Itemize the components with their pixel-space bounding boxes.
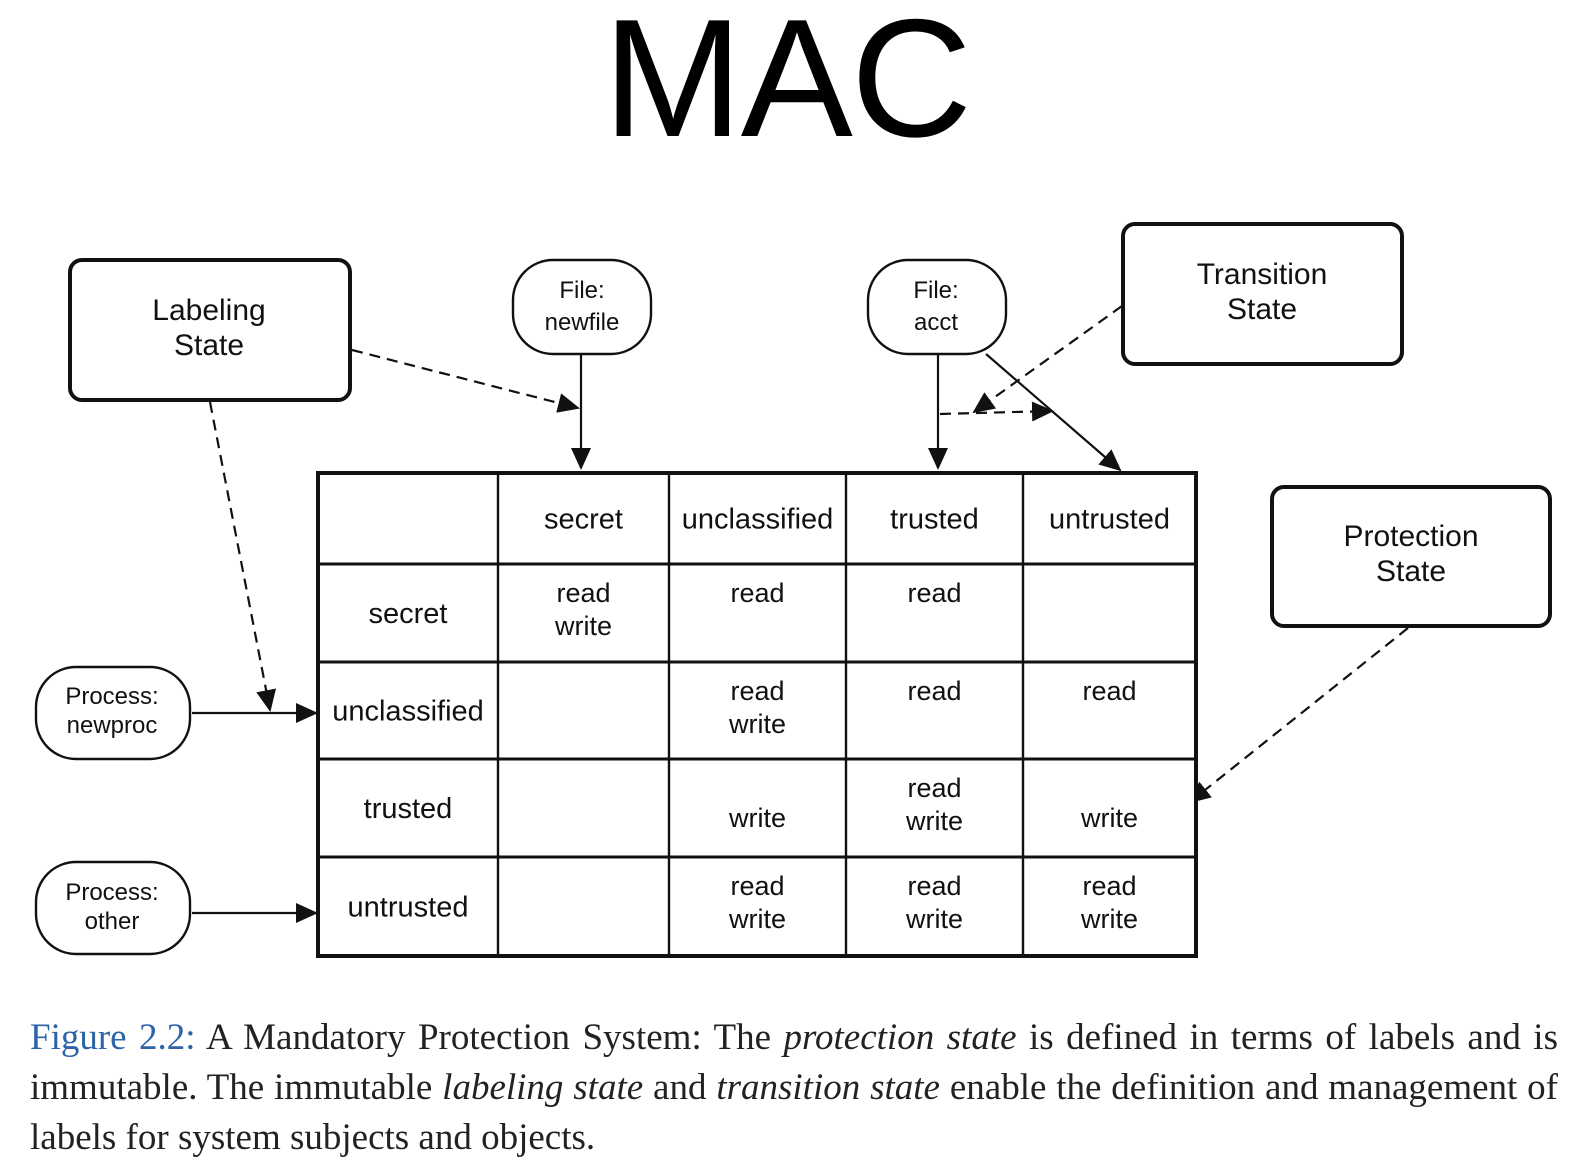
transition-to-acct-arrow [972, 305, 1123, 414]
matrix-cell-permission: write [554, 611, 612, 641]
caption-text-2: is defined in terms of labels and is imm… [30, 1017, 1558, 1108]
matrix-cell-permission: read [730, 676, 784, 706]
protection-to-matrix-arrow [1188, 627, 1409, 804]
figure-label: Figure 2.2: [30, 1017, 196, 1058]
matrix-cell-permission: read [907, 773, 961, 803]
labeling-to-newfile-arrow [351, 348, 580, 413]
process-newproc-line1: Process: [65, 683, 158, 710]
labeling-to-newproc-arrow [208, 401, 276, 712]
caption-emphasis-2: labeling state [442, 1067, 644, 1108]
file-acct-node: File: acct [866, 258, 1008, 356]
matrix-cell-permission: write [905, 904, 963, 934]
file-newfile-line2: newfile [545, 309, 620, 336]
matrix-border [316, 471, 1198, 958]
transition-state-node: Transition State [1121, 222, 1404, 366]
matrix-row-header: trusted [364, 793, 453, 825]
matrix-column-header: trusted [890, 504, 979, 536]
matrix-cell-permission: read [1082, 676, 1136, 706]
caption-text-1: A Mandatory Protection System: The [206, 1017, 772, 1058]
protection-state-node: Protection State [1270, 485, 1552, 628]
transition-relabel-arrow [939, 401, 1054, 422]
matrix-cell-permission: read [556, 578, 610, 608]
matrix-column-header: untrusted [1049, 504, 1170, 536]
process-newproc-node: Process: newproc [34, 665, 192, 761]
matrix-cell-permission: write [728, 803, 786, 833]
labeling-state-node: Labeling State [68, 258, 352, 402]
caption-text-4: enable the definition and management of … [30, 1067, 1559, 1158]
protection-state-line1: Protection [1343, 520, 1478, 553]
file-newfile-node: File: newfile [511, 258, 653, 356]
matrix-column-header: unclassified [682, 504, 834, 536]
connectors [192, 305, 1409, 923]
matrix-cell-permission: read [907, 578, 961, 608]
matrix-cell-permission: read [907, 871, 961, 901]
process-other-line1: Process: [65, 879, 158, 906]
acct-to-untrusted-arrow [985, 353, 1122, 472]
transition-state-line2: State [1227, 293, 1297, 326]
matrix-cell-permission: read [1082, 871, 1136, 901]
process-other-node: Process: other [34, 860, 192, 956]
figure-caption: Figure 2.2: A Mandatory Protection Syste… [30, 1013, 1558, 1163]
caption-text-3: and [653, 1067, 707, 1108]
matrix-row-header: secret [369, 598, 448, 630]
process-other-line2: other [85, 908, 140, 935]
matrix-cell-permission: read [730, 578, 784, 608]
process-newproc-line2: newproc [67, 712, 158, 739]
protection-state-line2: State [1376, 555, 1446, 588]
matrix-cell-permission: write [1080, 904, 1138, 934]
page-title: MAC [602, 0, 972, 172]
file-newfile-line1: File: [559, 277, 604, 304]
matrix-cell-permission: write [728, 904, 786, 934]
protection-matrix: secret unclassified trusted untrusted secret… [316, 471, 1198, 958]
caption-emphasis-3: transition state [716, 1067, 940, 1108]
matrix-cell-permission: read [907, 676, 961, 706]
matrix-column-header: secret [544, 504, 623, 536]
matrix-cell-permission: write [1080, 803, 1138, 833]
transition-state-line1: Transition [1197, 258, 1328, 291]
matrix-cell-permission: write [905, 806, 963, 836]
labeling-state-line2: State [174, 329, 244, 362]
matrix-row-header: untrusted [348, 892, 469, 924]
file-acct-line1: File: [913, 277, 958, 304]
caption-emphasis-1: protection state [783, 1017, 1017, 1058]
labeling-state-line1: Labeling [152, 294, 265, 327]
file-acct-line2: acct [914, 309, 958, 336]
matrix-cell-permission: read [730, 871, 784, 901]
matrix-cell-permission: write [728, 709, 786, 739]
matrix-row-header: unclassified [332, 696, 484, 728]
